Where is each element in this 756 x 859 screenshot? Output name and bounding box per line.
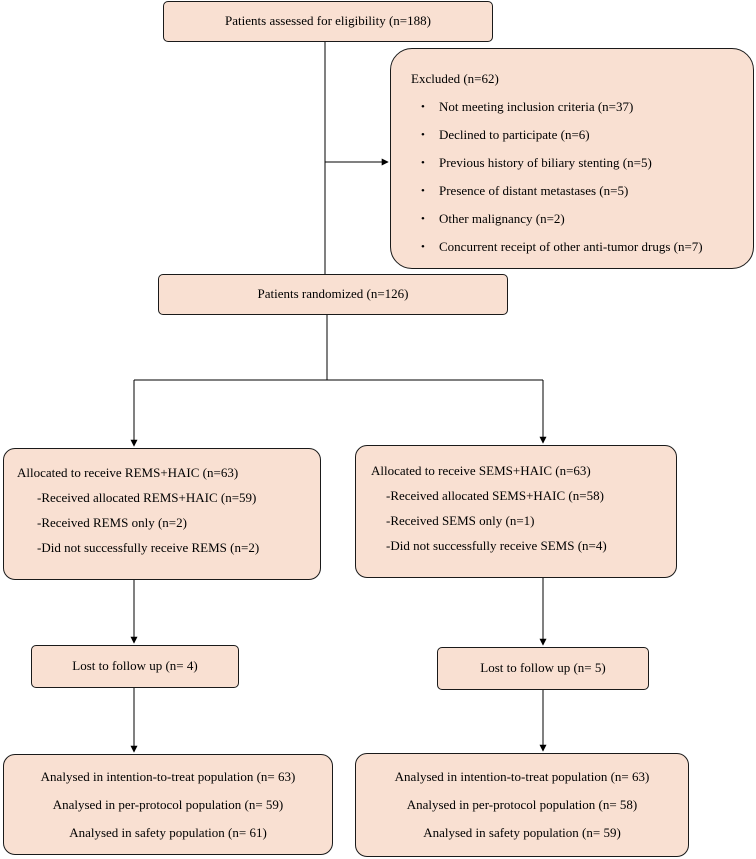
assessed-label: Patients assessed for eligibility (n=188… bbox=[225, 13, 431, 29]
left-itt-label: Analysed in intention-to-treat populatio… bbox=[40, 769, 296, 784]
right-safety-label: Analysed in safety population (n= 59) bbox=[423, 825, 621, 840]
right-pp-label: Analysed in per-protocol population (n= … bbox=[406, 797, 638, 812]
left-pp-label: Analysed in per-protocol population (n= … bbox=[52, 797, 284, 812]
right-allocated-label: Allocated to receive SEMS+HAIC (n=63) bbox=[371, 463, 591, 478]
right-received-only: -Received SEMS only (n=1) bbox=[386, 513, 535, 528]
bullet-icon: • bbox=[421, 129, 425, 141]
right-lost-box: Lost to follow up (n= 5) bbox=[437, 647, 649, 690]
assessed-box: Patients assessed for eligibility (n=188… bbox=[163, 1, 493, 42]
randomized-box: Patients randomized (n=126) bbox=[158, 274, 508, 315]
excluded-item: •Presence of distant metastases (n=5) bbox=[411, 177, 753, 205]
excluded-list: •Not meeting inclusion criteria (n=37) •… bbox=[411, 93, 753, 261]
left-lost-box: Lost to follow up (n= 4) bbox=[31, 645, 239, 688]
right-not-received: -Did not successfully receive SEMS (n=4) bbox=[386, 538, 607, 553]
right-allocation-box: Allocated to receive SEMS+HAIC (n=63) -R… bbox=[355, 445, 677, 578]
excluded-item: •Previous history of biliary stenting (n… bbox=[411, 149, 753, 177]
right-lost-label: Lost to follow up (n= 5) bbox=[480, 660, 606, 676]
left-allocated-label: Allocated to receive REMS+HAIC (n=63) bbox=[17, 465, 239, 480]
right-received-all: -Received allocated SEMS+HAIC (n=58) bbox=[386, 488, 604, 503]
bullet-icon: • bbox=[421, 157, 425, 169]
bullet-icon: • bbox=[421, 185, 425, 197]
left-lost-label: Lost to follow up (n= 4) bbox=[72, 658, 198, 674]
excluded-item: •Not meeting inclusion criteria (n=37) bbox=[411, 93, 753, 121]
excluded-item: •Concurrent receipt of other anti-tumor … bbox=[411, 233, 753, 261]
left-allocation-box: Allocated to receive REMS+HAIC (n=63) -R… bbox=[3, 448, 321, 580]
bullet-icon: • bbox=[421, 241, 425, 253]
right-analysed-box: Analysed in intention-to-treat populatio… bbox=[355, 753, 689, 857]
left-safety-label: Analysed in safety population (n= 61) bbox=[69, 825, 267, 840]
left-received-only: -Received REMS only (n=2) bbox=[37, 515, 187, 530]
excluded-item: •Declined to participate (n=6) bbox=[411, 121, 753, 149]
right-itt-label: Analysed in intention-to-treat populatio… bbox=[394, 769, 650, 784]
bullet-icon: • bbox=[421, 101, 425, 113]
excluded-title: Excluded (n=62) bbox=[411, 71, 499, 86]
bullet-icon: • bbox=[421, 213, 425, 225]
randomized-label: Patients randomized (n=126) bbox=[257, 286, 409, 302]
excluded-box: Excluded (n=62) •Not meeting inclusion c… bbox=[390, 48, 754, 269]
left-received-all: -Received allocated REMS+HAIC (n=59) bbox=[37, 490, 257, 505]
left-analysed-box: Analysed in intention-to-treat populatio… bbox=[3, 754, 333, 855]
left-not-received: -Did not successfully receive REMS (n=2) bbox=[37, 540, 260, 555]
excluded-item: •Other malignancy (n=2) bbox=[411, 205, 753, 233]
